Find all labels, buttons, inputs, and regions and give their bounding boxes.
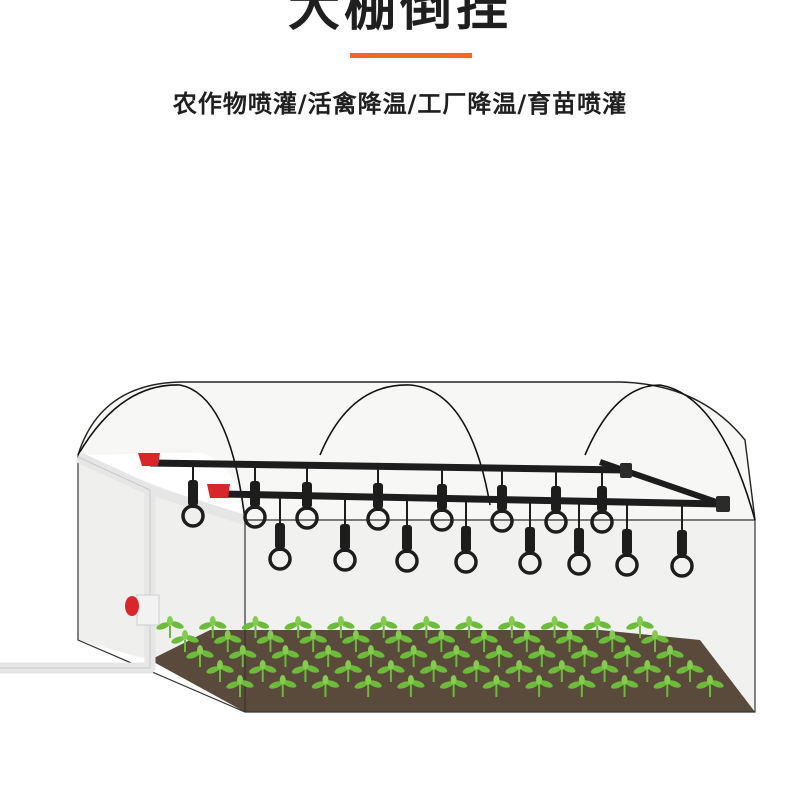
seedling: [590, 660, 619, 682]
seedling: [384, 630, 413, 652]
end-cap-upper: [620, 463, 632, 478]
sprinkler-nozzle: [518, 501, 542, 575]
seedling: [513, 630, 541, 652]
sprinkler-nozzle: [243, 465, 267, 529]
seedling: [482, 675, 511, 697]
seedling: [462, 660, 491, 682]
seedling: [505, 660, 533, 682]
seedling: [653, 675, 681, 697]
sprinkler-nozzle: [366, 467, 390, 531]
seedling: [555, 630, 584, 652]
sprinkler-nozzle: [615, 503, 639, 577]
seedling: [186, 645, 214, 667]
seedling: [412, 616, 441, 638]
sprinkler-nozzle: [333, 498, 357, 572]
sprinkler-nozzle: [430, 468, 454, 532]
seedling: [299, 630, 327, 652]
seedling: [641, 630, 669, 652]
seedling: [271, 645, 300, 667]
seedling: [369, 616, 398, 638]
seedling: [656, 645, 684, 667]
valve-lower-icon: [207, 484, 230, 498]
supply-pipe: [0, 452, 247, 674]
seedling: [583, 616, 611, 638]
hanging-sprinklers: [181, 464, 694, 578]
seedling: [399, 645, 428, 667]
seedling: [442, 645, 471, 667]
seedling: [613, 645, 641, 667]
seedling: [419, 660, 448, 682]
seedling-rows: [156, 616, 724, 697]
sprinkler-nozzle: [590, 470, 614, 534]
seedling: [427, 630, 456, 652]
seedling: [626, 616, 654, 638]
sprinkler-nozzle: [567, 502, 591, 576]
page-title: 大棚倒挂: [287, 0, 512, 38]
seedling: [696, 675, 724, 697]
seedling: [249, 660, 277, 682]
page-subtitle: 农作物喷灌/活禽降温/工厂降温/育苗喷灌: [172, 90, 628, 118]
seedling: [229, 645, 257, 667]
seedling: [525, 675, 553, 697]
seedling: [327, 616, 355, 638]
hoop-front: [77, 384, 246, 521]
greenhouse-frame: [77, 381, 756, 713]
seedling: [156, 616, 184, 638]
main-valve-handle: [125, 596, 139, 616]
sprinkler-nozzle: [395, 499, 419, 573]
seedling: [171, 630, 199, 652]
soil-bed: [150, 630, 755, 712]
sprinkler-nozzle: [490, 469, 514, 533]
sprinkler-nozzle: [295, 466, 319, 530]
seedling: [439, 675, 468, 697]
seedling: [570, 645, 599, 667]
seedling: [314, 645, 342, 667]
seedling: [241, 616, 270, 638]
seedling: [633, 660, 661, 682]
seedling: [354, 675, 382, 697]
seedling: [377, 660, 405, 682]
seedling: [548, 660, 576, 682]
end-cap-lower: [716, 496, 730, 512]
seedling: [528, 645, 556, 667]
title-accent-bar: [350, 53, 472, 58]
seedling: [256, 630, 285, 652]
seedling: [342, 630, 370, 652]
seedling: [470, 630, 498, 652]
seedling: [291, 660, 320, 682]
seedling: [284, 616, 312, 638]
seedling: [498, 616, 526, 638]
valve-upper-icon: [138, 453, 160, 466]
seedling: [206, 660, 234, 682]
seedling: [357, 645, 385, 667]
seedling: [269, 675, 297, 697]
seedling: [676, 660, 704, 682]
seedling: [485, 645, 513, 667]
sprinkler-nozzle: [670, 504, 694, 578]
seedling: [311, 675, 340, 697]
seedling: [199, 616, 227, 638]
sprinkler-nozzle: [454, 500, 478, 574]
sprinkler-nozzle: [268, 497, 292, 571]
seedling: [598, 630, 626, 652]
seedling: [214, 630, 242, 652]
seedling: [397, 675, 425, 697]
sprinkler-nozzle: [544, 470, 568, 534]
seedling: [568, 675, 596, 697]
seedling: [226, 675, 254, 697]
seedling: [610, 675, 639, 697]
hoop-back: [584, 384, 756, 521]
seedling: [334, 660, 362, 682]
seedling: [455, 616, 483, 638]
hoop-middle: [319, 384, 491, 506]
seedling: [540, 616, 569, 638]
sprinkler-nozzle: [181, 464, 205, 528]
